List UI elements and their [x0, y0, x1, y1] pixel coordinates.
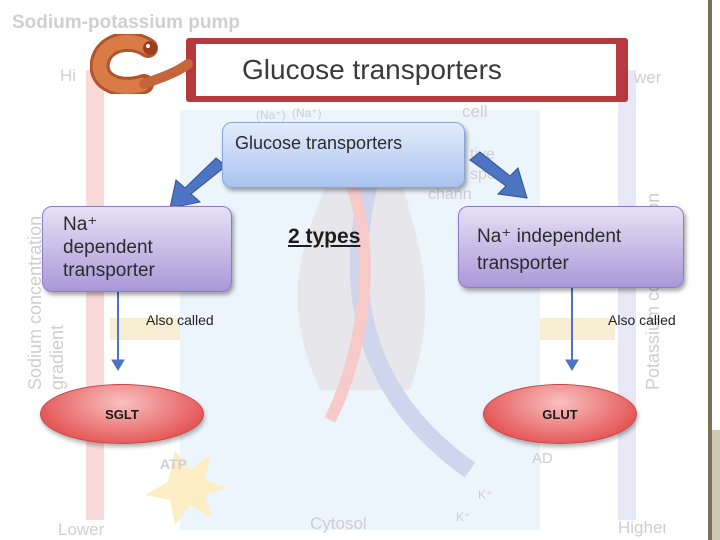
also-called-left: Also called: [146, 312, 214, 328]
na-independent-label: Na⁺ independent transporter: [477, 226, 622, 274]
na-dependent-label: Na⁺ dependent transporter: [63, 214, 155, 281]
na-independent-box: Na⁺ independent transporter: [458, 206, 684, 288]
sglt-oval: SGLT: [40, 384, 204, 444]
arrow-to-na-dependent: [169, 157, 227, 209]
bg-text-atp: ATP: [160, 456, 187, 472]
arrow-right-head: [565, 359, 579, 371]
bg-text-cell: cell: [462, 102, 488, 121]
bg-text-higher-right: Higher: [618, 518, 669, 537]
types-label: 2 types: [288, 225, 361, 248]
glucose-transporters-label: Glucose transporters: [235, 133, 403, 153]
na-dependent-box: Na⁺ dependent transporter: [42, 206, 232, 292]
glucose-transporters-box: Glucose transporters: [222, 122, 465, 188]
membrane-bottom: [110, 318, 615, 340]
slide-title: Glucose transporters: [242, 54, 502, 85]
sodium-pathway: [324, 177, 371, 423]
bg-text-adp: AD: [532, 450, 553, 467]
bg-text-lower: wer: [634, 68, 662, 87]
also-called-right: Also called: [608, 312, 676, 328]
pump-protein: [297, 175, 426, 390]
right-frame: [666, 0, 720, 540]
bg-text-na-2: (Na⁺): [292, 106, 322, 120]
right-frame-strip: [708, 0, 712, 540]
right-frame-accent: [712, 430, 720, 540]
pathway-arrow: [349, 177, 476, 478]
bg-text-na-1: (Na⁺): [256, 108, 286, 122]
arrow-to-na-independent: [469, 151, 528, 199]
sglt-label: SGLT: [105, 407, 139, 422]
arrow-left-head: [111, 359, 125, 371]
bg-text-lower-left: Lower: [58, 520, 105, 539]
title-banner: Glucose transporters: [186, 38, 628, 102]
bg-text-k-2: K⁺: [456, 510, 471, 524]
bg-text-higher: Hi: [60, 66, 77, 85]
worm-mascot-icon: [90, 34, 193, 94]
bg-text-cytosol: Cytosol: [310, 514, 367, 533]
background-title: Sodium-potassium pump: [12, 12, 240, 33]
glut-label: GLUT: [542, 407, 578, 422]
atp-burst: [145, 450, 228, 525]
title-banner-inner: Glucose transporters: [196, 44, 616, 96]
bg-text-k-1: K⁺: [478, 488, 493, 502]
glut-oval: GLUT: [483, 384, 637, 444]
bg-text-channel: chann: [428, 186, 472, 203]
